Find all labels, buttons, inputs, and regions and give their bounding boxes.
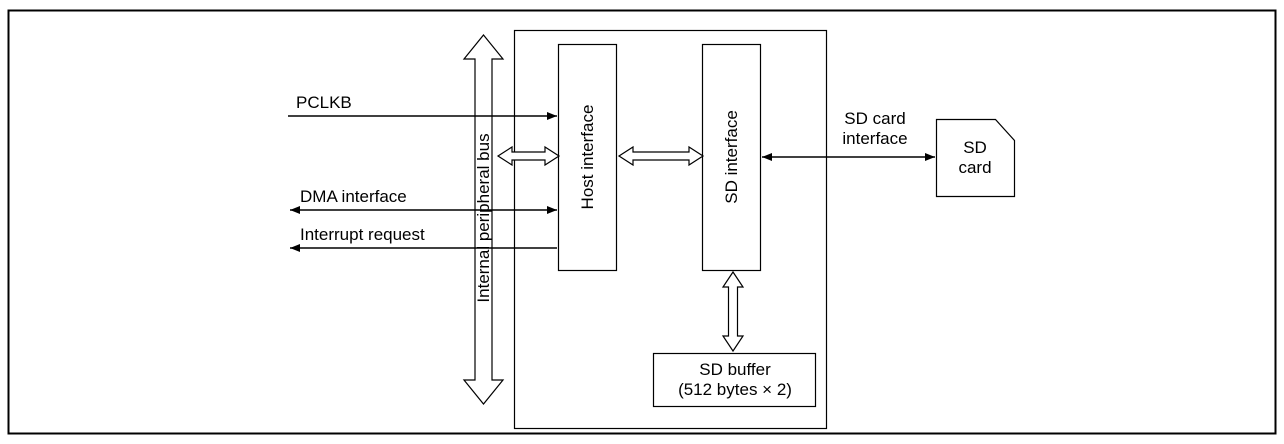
bus-host-double-arrow [496, 145, 561, 167]
sdhi-module-block [513, 29, 828, 430]
sd-card-interface-label: SD card interface [820, 109, 930, 149]
internal-bus-arrow [462, 34, 505, 405]
pclkb-label: PCLKB [296, 93, 352, 112]
host-interface-label: Host interface [577, 104, 597, 210]
sd-buffer-double-arrow [721, 270, 745, 353]
sd-interface-label: SD interface [721, 110, 741, 204]
sd-card-line-2: card [958, 158, 992, 177]
outer-frame [7, 9, 1277, 435]
host-sd-double-arrow [617, 145, 705, 167]
sd-buffer-label: SD buffer (512 bytes × 2) [654, 360, 816, 400]
interrupt-request-label: Interrupt request [300, 225, 425, 244]
internal-bus-label: Internal peripheral bus [473, 133, 493, 303]
sd-card-interface-line-2: interface [842, 129, 908, 148]
sd-buffer-line-2: (512 bytes × 2) [678, 380, 792, 399]
host-interface-block [557, 43, 618, 272]
sd-buffer-line-1: SD buffer [699, 360, 771, 379]
sd-card-shape [935, 118, 1016, 198]
sd-card-line-1: SD [963, 138, 987, 157]
sd-buffer-block [652, 352, 817, 408]
dma-interface-label: DMA interface [300, 187, 407, 206]
sd-card-interface-line-1: SD card [844, 109, 906, 128]
sd-card-label: SD card [936, 138, 1014, 178]
sd-interface-block [701, 43, 762, 272]
